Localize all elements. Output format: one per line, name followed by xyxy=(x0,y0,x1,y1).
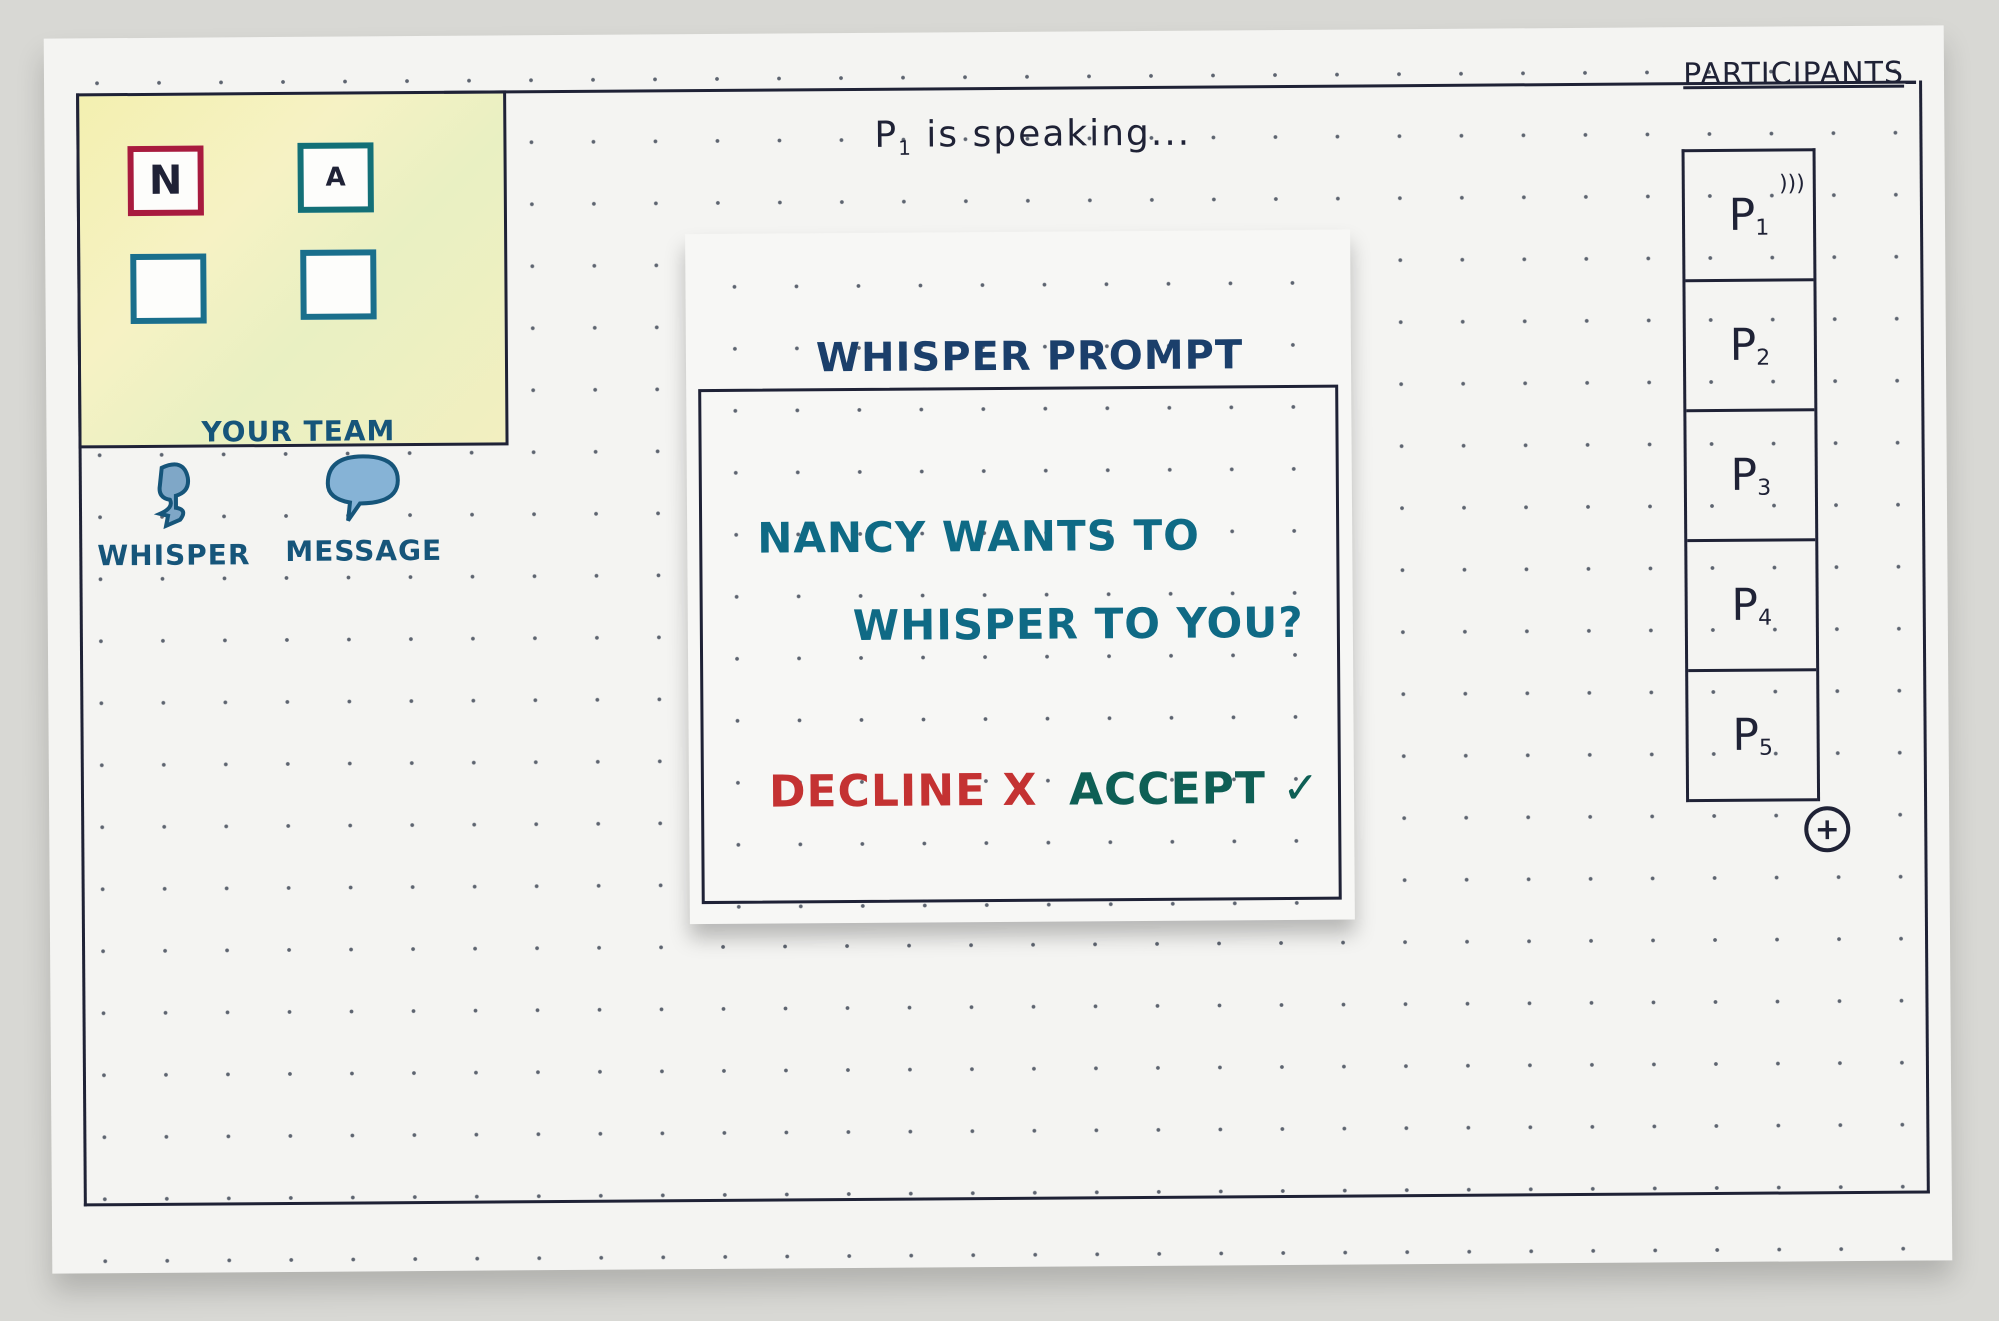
modal-title: WHISPER PROMPT xyxy=(815,332,1244,382)
participant-name: P xyxy=(1730,449,1758,501)
participants-title: PARTICIPANTS xyxy=(1683,55,1905,93)
whisper-icon xyxy=(153,462,190,530)
speaking-participant: P xyxy=(874,114,899,156)
whisper-prompt-modal: WHISPER PROMPT NANCY WANTS TO WHISPER TO… xyxy=(685,229,1355,925)
modal-message-line2: WHISPER TO YOU? xyxy=(852,597,1304,651)
team-label: YOUR TEAM xyxy=(201,414,396,449)
add-participant-button[interactable]: + xyxy=(1804,806,1851,853)
participant-number: 3 xyxy=(1757,475,1772,501)
participant-name: P xyxy=(1728,189,1756,241)
team-panel: N A YOUR TEAM xyxy=(76,90,509,449)
whisper-label: WHISPER xyxy=(97,538,251,573)
team-member-a[interactable]: A xyxy=(297,142,374,213)
decline-button[interactable]: DECLINE X xyxy=(768,764,1038,818)
participant-number: 1 xyxy=(1755,215,1770,241)
paper-canvas: PARTICIPANTS P1 is speaking... N A YOUR … xyxy=(43,25,1953,1274)
team-member-n[interactable]: N xyxy=(127,145,204,217)
modal-body: NANCY WANTS TO WHISPER TO YOU? DECLINE X… xyxy=(698,384,1342,905)
speaking-status: P1 is speaking... xyxy=(874,113,1191,160)
modal-message-line1: NANCY WANTS TO xyxy=(757,510,1201,563)
participant-number: 2 xyxy=(1756,345,1771,371)
speaking-participant-number: 1 xyxy=(898,135,914,160)
team-member-empty-2[interactable] xyxy=(300,249,377,320)
speaking-indicator-icon: ))) xyxy=(1778,171,1805,197)
message-bubble-icon xyxy=(326,454,401,522)
participant-number: 4 xyxy=(1757,605,1773,631)
participant-name: P xyxy=(1731,579,1759,631)
accept-button[interactable]: ACCEPT ✓ xyxy=(1068,762,1321,816)
message-label: MESSAGE xyxy=(285,533,443,568)
participant-name: P xyxy=(1729,319,1757,371)
speaking-suffix: is speaking... xyxy=(912,112,1192,156)
message-tool[interactable]: MESSAGE xyxy=(285,448,443,568)
participant-number: 5 xyxy=(1758,735,1774,761)
participant-name: P xyxy=(1732,709,1760,761)
whisper-tool[interactable]: WHISPER xyxy=(97,457,251,572)
team-member-empty-1[interactable] xyxy=(130,253,207,325)
